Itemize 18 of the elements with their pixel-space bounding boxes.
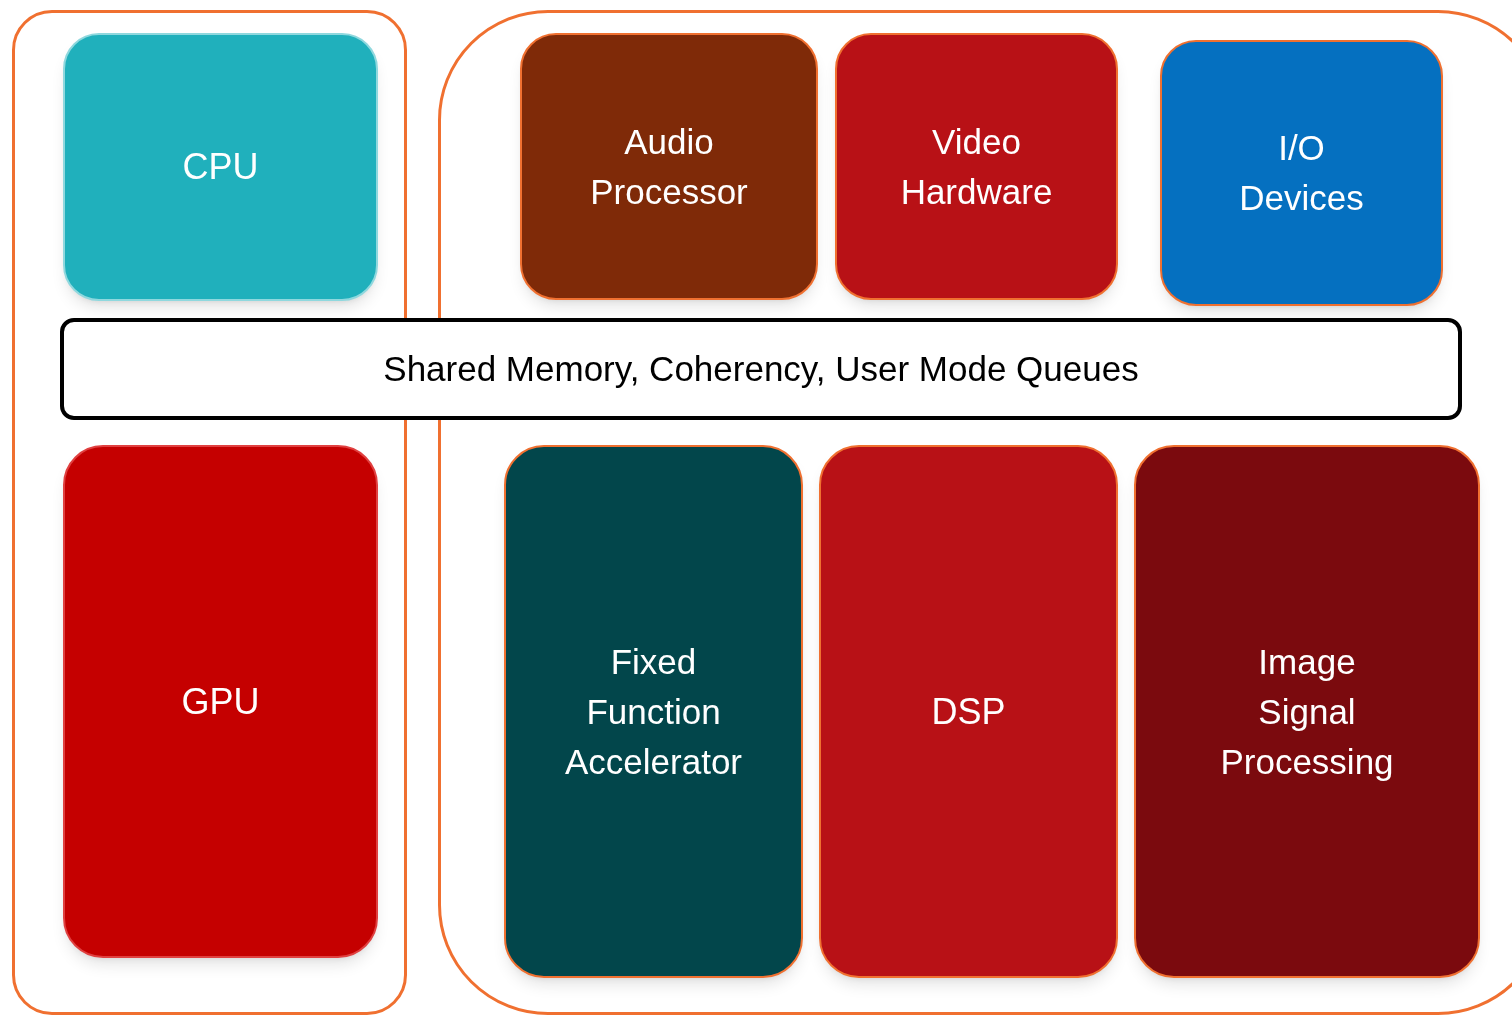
- block-label: DSP: [931, 689, 1006, 734]
- audio-processor-block: [520, 33, 818, 300]
- accelerator-block: [504, 445, 803, 978]
- block-label: Image Signal Processing: [1219, 640, 1395, 783]
- block-label: CPU: [182, 145, 259, 189]
- dsp-block: [819, 445, 1118, 978]
- block-label: Fixed Function Accelerator: [564, 640, 743, 783]
- video-hardware-block: [835, 33, 1118, 300]
- io-devices-block: [1160, 40, 1443, 306]
- shared-memory-bar: [60, 318, 1462, 420]
- image-signal-block: [1134, 445, 1480, 978]
- cpu-block: [63, 33, 378, 301]
- block-label: Video Hardware: [899, 120, 1054, 213]
- block-label: I/O Devices: [1238, 127, 1365, 219]
- gpu-block: [63, 445, 378, 958]
- block-label: Audio Processor: [589, 120, 749, 213]
- block-label: GPU: [181, 679, 260, 724]
- block-label: Shared Memory, Coherency, User Mode Queues: [383, 348, 1139, 390]
